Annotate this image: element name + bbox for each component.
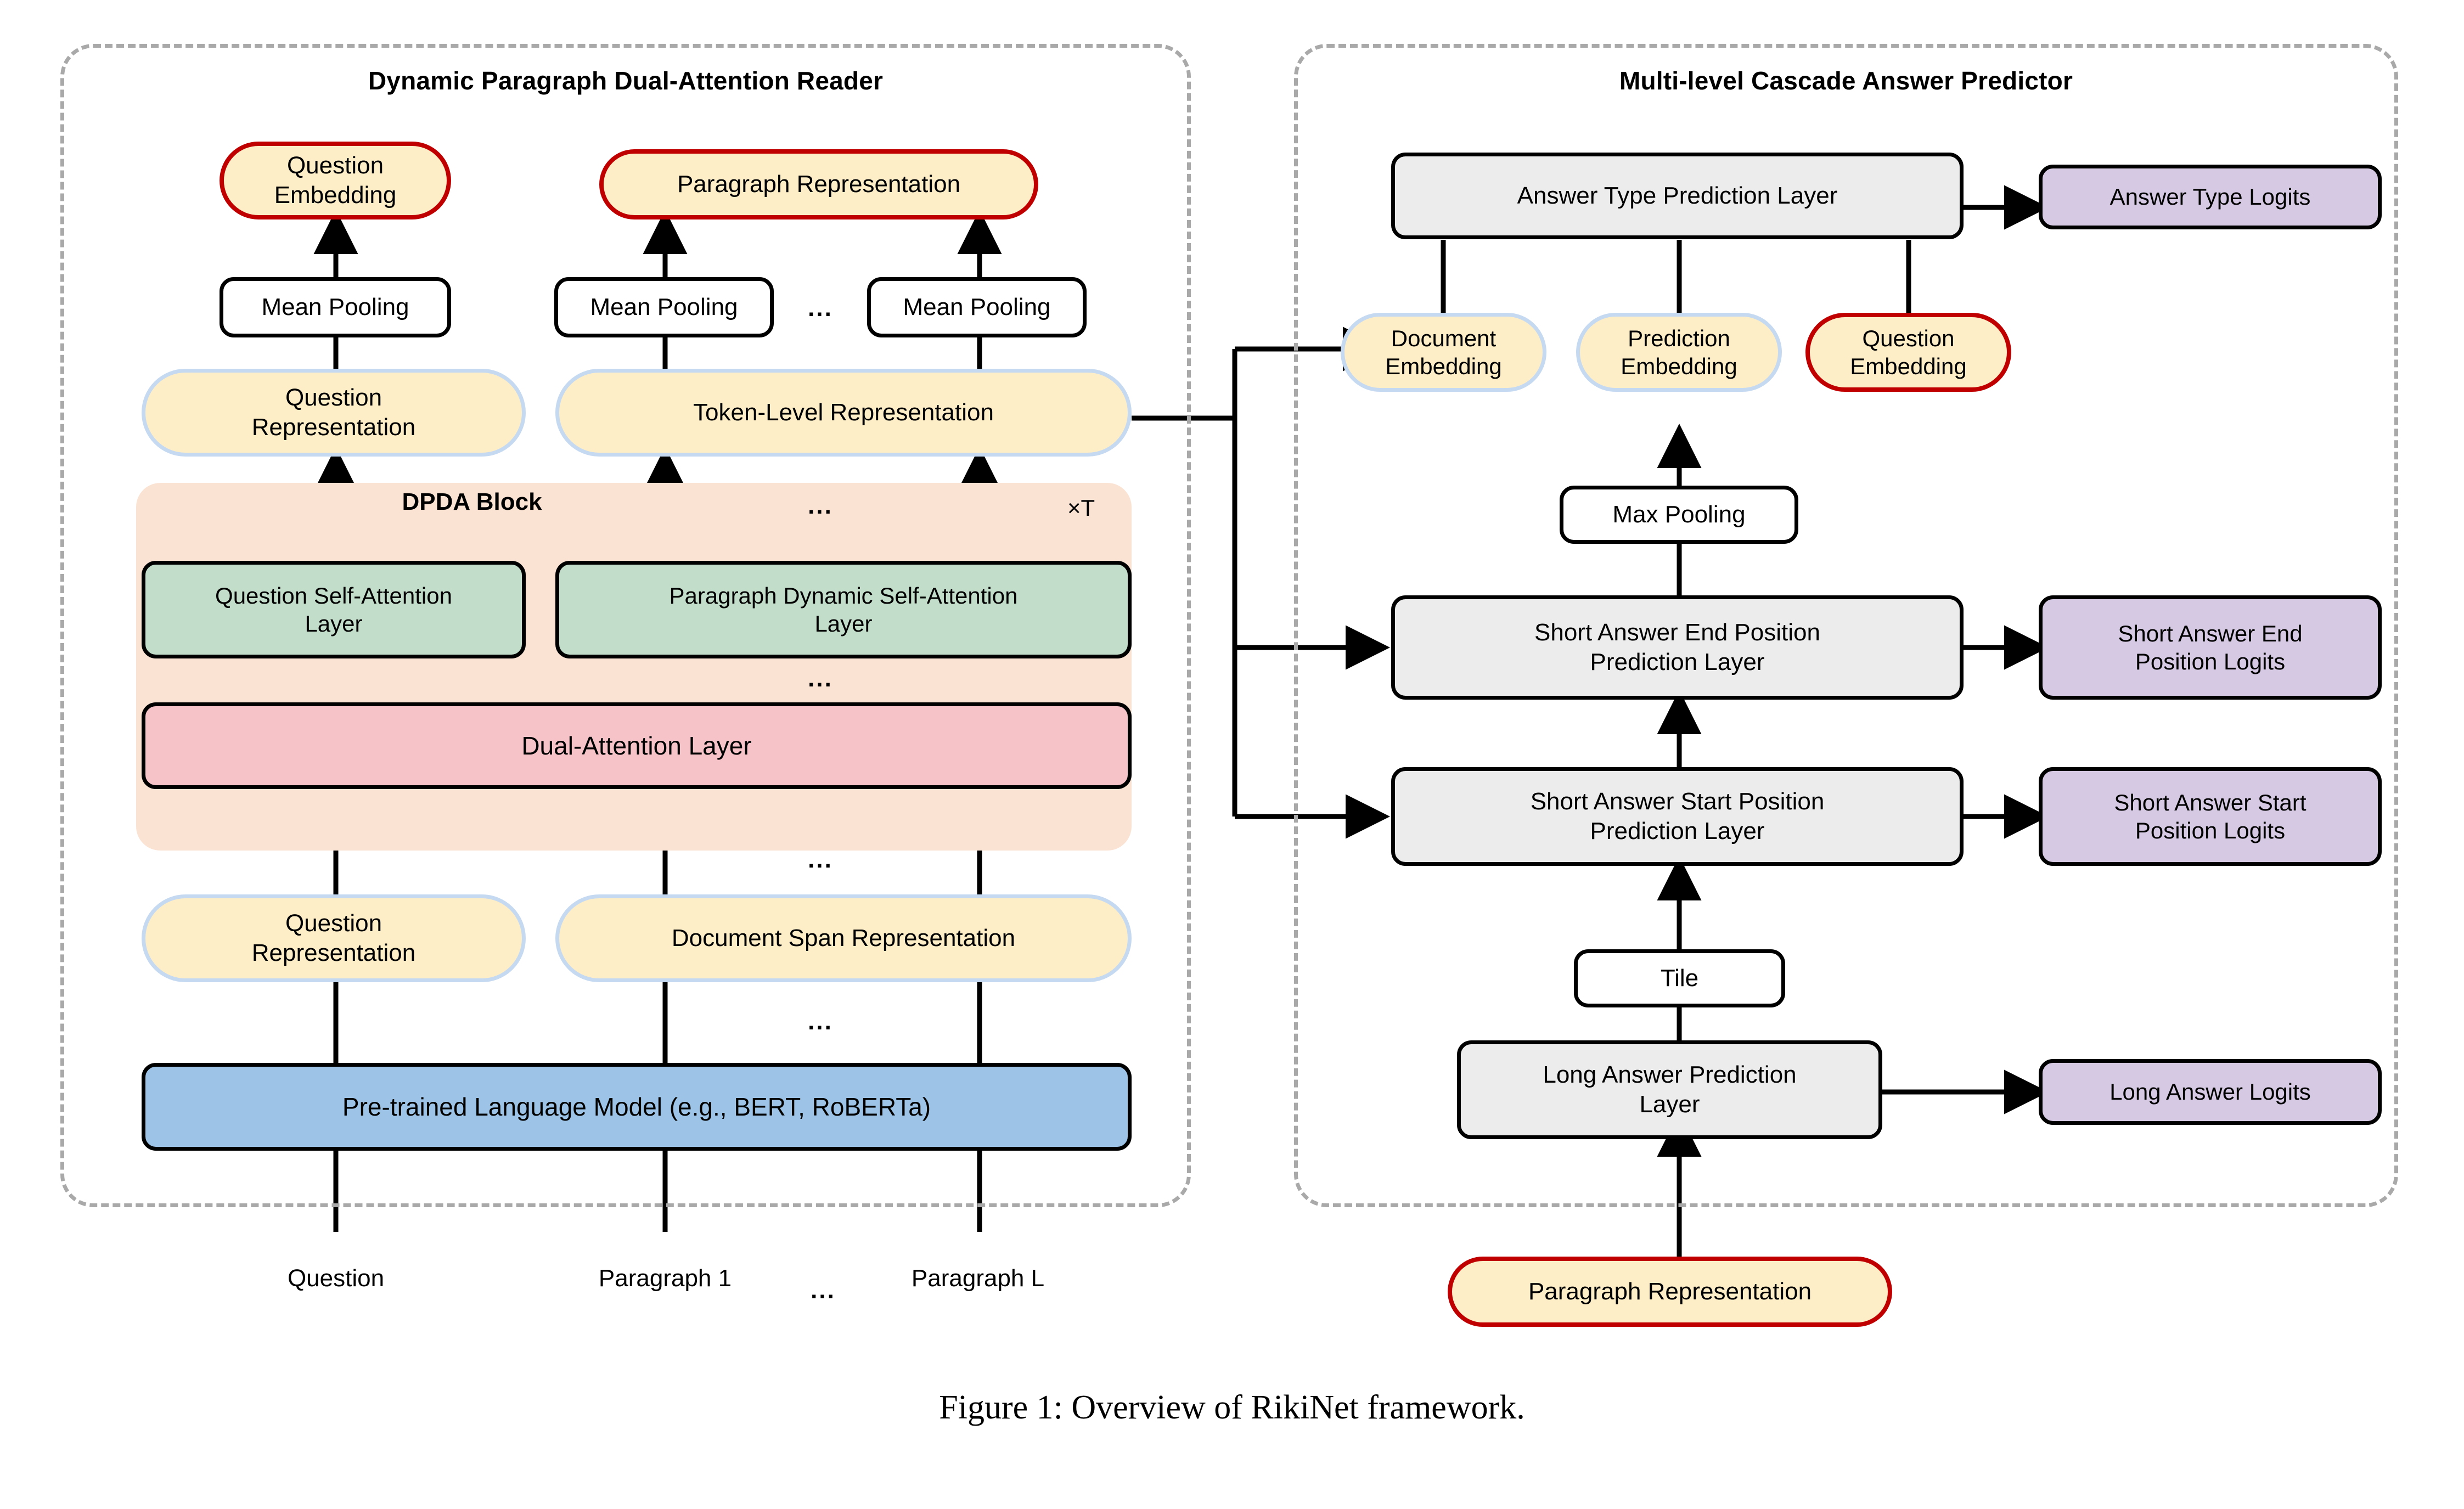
ellipsis-inputs: ... [811, 1277, 836, 1304]
dual-attention-layer-box: Dual-Attention Layer [142, 702, 1132, 789]
repeat-count-label: ×T [1067, 495, 1095, 521]
ellipsis-dpda-mid: ... [808, 665, 833, 692]
short-answer-end-prediction-layer-box: Short Answer End Position Prediction Lay… [1391, 595, 1964, 700]
question-representation-bottom-label: Question Representation [251, 910, 416, 966]
dual-attention-layer-label: Dual-Attention Layer [521, 731, 752, 760]
prediction-embedding-box: Prediction Embedding [1576, 313, 1782, 392]
short-answer-end-prediction-layer-label: Short Answer End Position Prediction Lay… [1534, 619, 1820, 675]
short-answer-start-prediction-layer-label: Short Answer Start Position Prediction L… [1530, 788, 1825, 844]
mean-pooling-paragraph1-box: Mean Pooling [554, 277, 774, 337]
question-representation-top-box: Question Representation [142, 369, 526, 457]
mean-pooling-paragraphL-label: Mean Pooling [903, 294, 1051, 321]
dpda-block-region [136, 483, 1132, 851]
pretrained-language-model-box: Pre-trained Language Model (e.g., BERT, … [142, 1063, 1132, 1151]
right-panel-frame [1294, 44, 2398, 1207]
question-self-attention-layer-box: Question Self-Attention Layer [142, 561, 526, 658]
question-representation-top-label: Question Representation [251, 384, 416, 441]
short-answer-end-logits-label: Short Answer End Position Logits [2118, 620, 2303, 674]
ellipsis-dpda-top: ... [808, 492, 833, 519]
document-embedding-box: Document Embedding [1341, 313, 1546, 392]
pretrained-language-model-label: Pre-trained Language Model (e.g., BERT, … [342, 1092, 931, 1121]
answer-type-prediction-layer-box: Answer Type Prediction Layer [1391, 153, 1964, 239]
answer-type-prediction-layer-label: Answer Type Prediction Layer [1517, 182, 1838, 210]
question-representation-bottom-box: Question Representation [142, 894, 526, 982]
input-paragraph-L-label: Paragraph L [911, 1265, 1045, 1292]
question-embedding-label: Question Embedding [274, 152, 397, 209]
figure-caption: Figure 1: Overview of RikiNet framework. [939, 1389, 1525, 1426]
mean-pooling-paragraph1-label: Mean Pooling [590, 294, 738, 321]
dpda-block-label: DPDA Block [402, 488, 542, 515]
question-self-attention-layer-label: Question Self-Attention Layer [215, 582, 452, 637]
paragraph-representation-box-left: Paragraph Representation [599, 149, 1038, 219]
short-answer-start-logits-label: Short Answer Start Position Logits [2114, 789, 2307, 843]
document-span-representation-label: Document Span Representation [671, 925, 1016, 952]
short-answer-end-logits-box: Short Answer End Position Logits [2039, 595, 2382, 700]
question-embedding-box: Question Embedding [220, 142, 451, 219]
paragraph-representation-box-right: Paragraph Representation [1448, 1257, 1892, 1327]
tile-label: Tile [1660, 965, 1699, 992]
paragraph-dynamic-self-attention-layer-box: Paragraph Dynamic Self-Attention Layer [555, 561, 1132, 658]
input-paragraph-1-label: Paragraph 1 [598, 1265, 732, 1292]
long-answer-logits-box: Long Answer Logits [2039, 1059, 2382, 1125]
left-panel-title: Dynamic Paragraph Dual-Attention Reader [368, 66, 884, 95]
short-answer-start-prediction-layer-box: Short Answer Start Position Prediction L… [1391, 767, 1964, 866]
ellipsis-below-dual-attention: ... [808, 846, 833, 873]
long-answer-prediction-layer-label: Long Answer Prediction Layer [1543, 1061, 1797, 1118]
ellipsis-above-plm: ... [808, 1008, 833, 1035]
input-question-label: Question [287, 1265, 385, 1292]
token-level-representation-box: Token-Level Representation [555, 369, 1132, 457]
answer-type-logits-box: Answer Type Logits [2039, 165, 2382, 229]
max-pooling-box: Max Pooling [1560, 486, 1798, 544]
document-embedding-label: Document Embedding [1385, 325, 1502, 379]
short-answer-start-logits-box: Short Answer Start Position Logits [2039, 767, 2382, 866]
token-level-representation-label: Token-Level Representation [693, 399, 994, 426]
mean-pooling-question-label: Mean Pooling [261, 294, 409, 321]
max-pooling-label: Max Pooling [1612, 501, 1746, 528]
question-embedding-label-right: Question Embedding [1850, 325, 1967, 379]
long-answer-prediction-layer-box: Long Answer Prediction Layer [1457, 1040, 1882, 1139]
mean-pooling-paragraphL-box: Mean Pooling [867, 277, 1087, 337]
question-embedding-box-right: Question Embedding [1805, 313, 2011, 392]
ellipsis-mean-pooling: ... [808, 295, 833, 322]
document-span-representation-box: Document Span Representation [555, 894, 1132, 982]
answer-type-logits-label: Answer Type Logits [2109, 184, 2311, 210]
prediction-embedding-label: Prediction Embedding [1621, 325, 1737, 379]
tile-box: Tile [1574, 949, 1785, 1007]
right-panel-title: Multi-level Cascade Answer Predictor [1619, 66, 2073, 95]
paragraph-representation-label-right: Paragraph Representation [1528, 1278, 1812, 1305]
left-panel-frame [60, 44, 1191, 1207]
mean-pooling-question-box: Mean Pooling [220, 277, 451, 337]
paragraph-representation-label-left: Paragraph Representation [677, 171, 961, 198]
long-answer-logits-label: Long Answer Logits [2109, 1079, 2311, 1105]
paragraph-dynamic-self-attention-layer-label: Paragraph Dynamic Self-Attention Layer [669, 582, 1018, 637]
